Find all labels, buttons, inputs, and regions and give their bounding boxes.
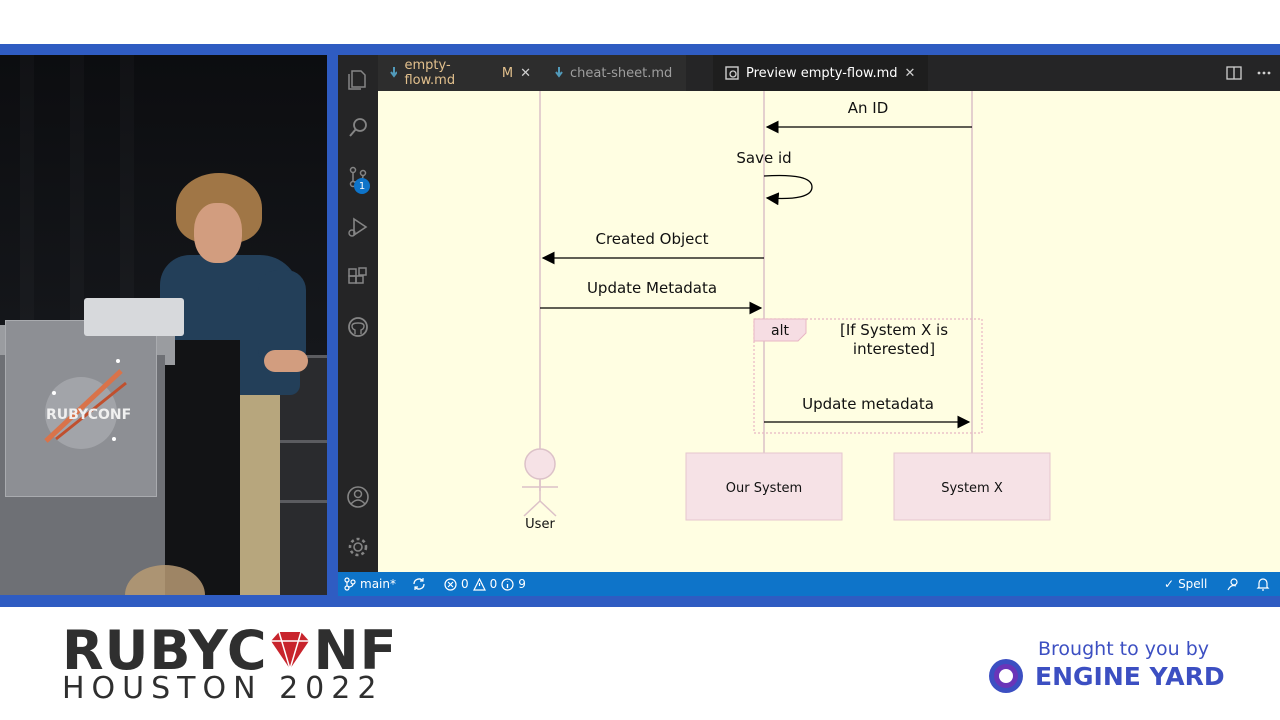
branch-indicator[interactable]: main*: [344, 572, 396, 596]
wall-edge: [248, 440, 327, 443]
tab-empty-flow[interactable]: empty-flow.md M ✕: [378, 55, 543, 91]
error-count: 0: [461, 577, 469, 591]
extensions-icon[interactable]: [342, 261, 374, 293]
sync-button[interactable]: [412, 572, 426, 596]
sync-icon: [413, 578, 425, 590]
markdown-file-icon: [555, 67, 563, 78]
brand-text-left: RUBYC: [62, 619, 268, 682]
alt-condition: interested]: [853, 340, 935, 358]
engine-yard-logo-icon: [989, 659, 1023, 693]
source-control-badge: 1: [354, 178, 370, 194]
explorer-icon[interactable]: [342, 63, 374, 95]
markdown-file-icon: [390, 67, 398, 78]
message-label: Save id: [736, 149, 791, 167]
alt-condition: [If System X is: [840, 321, 948, 339]
error-icon: [444, 577, 457, 591]
warning-count: 0: [489, 577, 498, 591]
bell-icon: [1256, 578, 1270, 591]
speaker-camera-feed: RUBYCONF: [0, 55, 327, 595]
editor-tab-bar: empty-flow.md M ✕ cheat-sheet.md Preview…: [378, 55, 1280, 91]
notifications-button[interactable]: [1256, 572, 1270, 596]
activity-bar: 1: [338, 55, 378, 572]
feedback-button[interactable]: [1226, 572, 1240, 596]
problems-indicator[interactable]: 0 0 9: [444, 572, 526, 596]
rubyconf-podium-logo: RUBYCONF: [44, 359, 131, 449]
sponsor-tagline: Brought to you by: [1038, 638, 1210, 660]
speaker-face: [194, 203, 242, 263]
alt-fragment: [753, 318, 983, 434]
tab-cheat-sheet[interactable]: cheat-sheet.md: [543, 55, 686, 91]
vscode-window: 1 empty-flow.md M ✕ cheat-sheet.md: [338, 55, 1280, 596]
event-city-year: HOUSTON 2022: [62, 671, 384, 706]
participant-box: [893, 452, 1051, 521]
top-border: [0, 0, 1280, 44]
tab-label: cheat-sheet.md: [570, 65, 673, 81]
settings-gear-icon[interactable]: [342, 531, 374, 563]
preview-icon: [725, 66, 739, 80]
participant-label: Our System: [726, 481, 802, 496]
participant-box: [685, 452, 843, 521]
close-icon[interactable]: ✕: [520, 65, 531, 81]
message-label: An ID: [848, 99, 889, 117]
check-icon: ✓: [1164, 577, 1175, 591]
info-count: 9: [518, 577, 526, 591]
self-message-arrow: [763, 174, 813, 206]
bottom-banner: [0, 607, 1280, 720]
alt-tag: [753, 318, 807, 342]
speaker-hand: [264, 350, 308, 372]
run-debug-icon[interactable]: [342, 211, 374, 243]
ruby-gem-icon: [271, 631, 310, 672]
message-label: Created Object: [596, 230, 709, 248]
markdown-preview: An ID Save id Created Object Update Meta…: [378, 91, 1280, 572]
branch-name: main*: [360, 577, 396, 591]
podium-logo-panel: RUBYCONF: [5, 320, 157, 497]
status-bar: main* 0 0 9 ✓ Spell: [338, 572, 1280, 596]
tab-preview-empty-flow[interactable]: Preview empty-flow.md ✕: [713, 55, 928, 91]
alt-label: alt: [771, 323, 789, 339]
tab-label: Preview empty-flow.md: [746, 65, 898, 81]
podium-side: [165, 340, 240, 595]
warning-icon: [472, 577, 486, 591]
sponsor-name: ENGINE YARD: [1035, 662, 1225, 691]
feedback-icon: [1227, 578, 1238, 591]
info-icon: [501, 577, 514, 591]
wall-edge: [248, 500, 327, 503]
spell-label: Spell: [1178, 577, 1208, 591]
github-icon[interactable]: [342, 311, 374, 343]
branch-icon: [344, 577, 356, 591]
user-actor: [522, 448, 558, 517]
sequence-diagram: An ID Save id Created Object Update Meta…: [522, 91, 1051, 532]
participant-label: System X: [941, 481, 1003, 496]
close-icon[interactable]: ✕: [904, 65, 916, 81]
more-actions-icon[interactable]: [1256, 65, 1272, 81]
message-label: Update metadata: [802, 395, 934, 413]
spell-check-status[interactable]: ✓ Spell: [1164, 572, 1207, 596]
search-icon[interactable]: [342, 111, 374, 143]
message-label: Update Metadata: [587, 279, 717, 297]
laptop: [84, 298, 184, 336]
brand-text-right: NF: [313, 619, 398, 682]
svg-text:RUBYCONF: RUBYCONF: [46, 407, 131, 423]
editor-actions: [1226, 65, 1272, 81]
split-editor-icon[interactable]: [1226, 65, 1242, 81]
participant-label: User: [525, 517, 555, 532]
account-icon[interactable]: [342, 481, 374, 513]
modified-indicator: M: [501, 65, 514, 81]
tab-label: empty-flow.md: [404, 58, 456, 88]
